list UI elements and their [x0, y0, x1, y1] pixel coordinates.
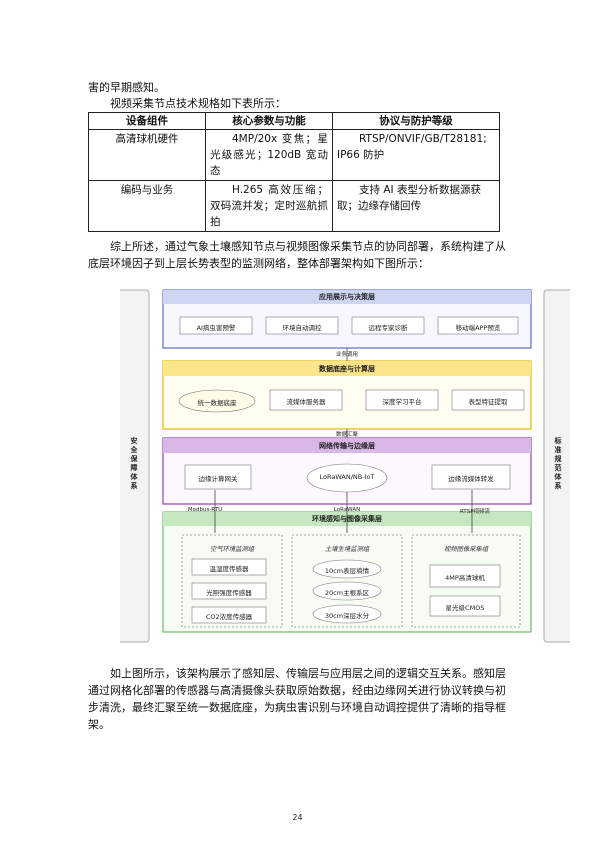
diagram-frame: [120, 289, 570, 643]
link-label-lorawan: LoRaWAN: [333, 507, 361, 513]
net-item: LoRaWAN/NB-IoT: [319, 473, 375, 481]
table-header: 核心参数与功能: [205, 112, 333, 130]
text-line-1: 害的早期感知。: [88, 81, 165, 94]
data-item: 深度学习平台: [382, 398, 422, 406]
sense-layer-title: 环境感知与图像采集层: [312, 515, 382, 523]
data-layer-title: 数据底座与计算层: [319, 365, 375, 373]
app-item: 移动端APP预览: [455, 324, 501, 332]
table-cell: 支持 AI 表型分析数据源获取；边缘存储回传: [332, 180, 500, 232]
table-row: 编码与业务 H.265 高效压缩；双码流并发；定时巡航抓拍 支持 AI 表型分析…: [88, 180, 500, 232]
sense-item: 20cm主根系区: [324, 589, 370, 597]
sense-item: 30cm深层水分: [324, 612, 370, 620]
table-cell: 编码与业务: [88, 180, 206, 232]
table-caption: 视频采集节点技术规格如下表所示：: [110, 97, 286, 110]
table-header: 设备组件: [88, 112, 206, 130]
table-cell: RTSP/ONVIF/GB/T28181; IP66 防护: [332, 129, 500, 181]
net-layer-title: 网络传输与边缘层: [319, 442, 375, 450]
sense-item: 光照强度传感器: [206, 589, 252, 597]
spec-table: 设备组件 核心参数与功能 协议与防护等级 高清球机硬件 4MP/20x 变焦；星…: [88, 112, 500, 232]
sense-item: 星光级CMOS: [445, 604, 485, 612]
standards-side-label: 标准规范体系: [554, 437, 562, 490]
security-side-label: 安全保障体系: [130, 437, 138, 490]
app-item: 远程专家诊断: [368, 324, 408, 332]
architecture-diagram: 安全保障体系 标准规范体系 应用展示与决策层 数据底座与计算层 网络传输与边缘层…: [120, 287, 570, 644]
sense-item: CO2浓度传感器: [205, 613, 253, 621]
table-row: 高清球机硬件 4MP/20x 变焦；星光级感光；120dB 宽动态 RTSP/O…: [88, 129, 500, 181]
net-item: 边缘流媒体转发: [448, 475, 494, 483]
sense-group-title: 土壤生境监测组: [324, 546, 370, 553]
link-label-rtsp: RTSP视频流: [459, 509, 491, 515]
app-layer-title: 应用展示与决策层: [319, 293, 375, 301]
paragraph-summary: 综上所述，通过气象土壤感知节点与视频图像采集节点的协同部署，系统构建了从底层环境…: [88, 240, 506, 270]
table-header-row: 设备组件 核心参数与功能 协议与防护等级: [88, 112, 500, 130]
link-label-aggregate: 数据汇聚: [335, 432, 358, 438]
table-cell: 4MP/20x 变焦；星光级感光；120dB 宽动态: [205, 129, 333, 181]
page-number: 24: [292, 813, 303, 822]
app-item: AI病虫害预警: [196, 324, 236, 332]
app-item: 环境自动调控: [282, 324, 322, 332]
table-header: 协议与防护等级: [332, 112, 500, 130]
sense-group-title: 空气环境监测组: [209, 546, 255, 553]
link-label-business: 业务调用: [335, 352, 358, 358]
sense-group-title: 视频图像采集组: [443, 546, 489, 553]
sense-item: 10cm表层墒情: [324, 567, 370, 575]
link-label-modbus: Modbus-RTU: [187, 507, 223, 513]
data-item: 表型特征提取: [468, 398, 508, 406]
sense-item: 4MP高清球机: [445, 574, 485, 582]
table-cell: 高清球机硬件: [88, 129, 206, 181]
sense-item: 温湿度传感器: [209, 565, 249, 573]
net-item: 边缘计算网关: [198, 475, 238, 483]
paragraph-explanation: 如上图所示，该架构展示了感知层、传输层与应用层之间的逻辑交互关系。感知层通过网格…: [88, 667, 506, 731]
data-item: 流媒体服务器: [286, 398, 326, 406]
data-item: 统一数据底座: [197, 399, 237, 407]
table-cell: H.265 高效压缩；双码流并发；定时巡航抓拍: [205, 180, 333, 232]
